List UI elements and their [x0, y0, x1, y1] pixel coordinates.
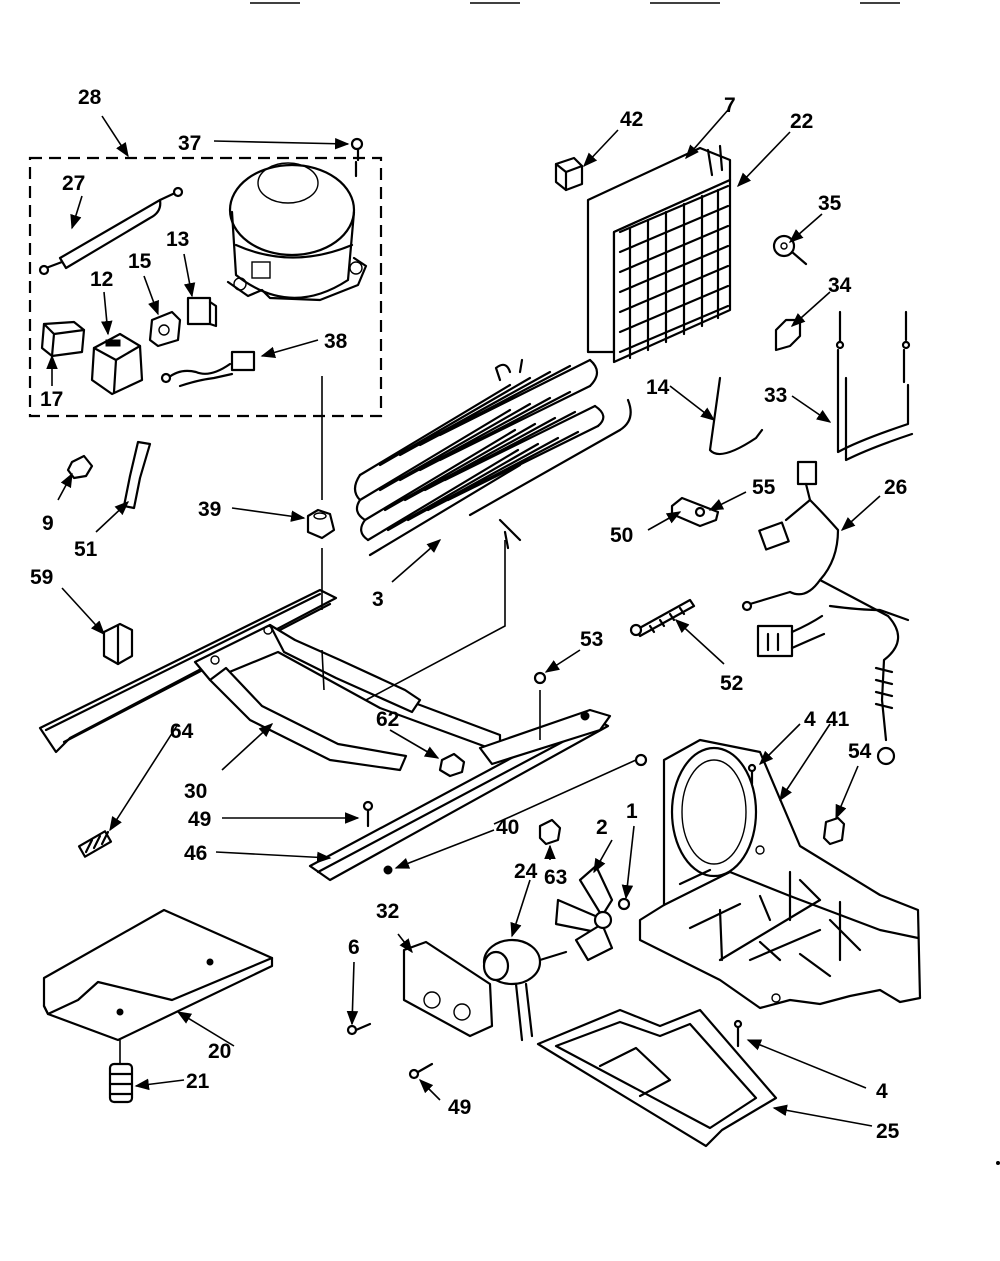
label-24: 24 [514, 860, 538, 883]
grommet-54 [822, 816, 846, 846]
fan-blade-2 [554, 864, 614, 962]
label-35: 35 [818, 192, 842, 215]
overload-15 [148, 310, 182, 348]
plug-9 [66, 454, 94, 480]
evaporator-7 [586, 144, 732, 364]
label-30: 30 [184, 780, 207, 803]
harness-26 [741, 460, 910, 766]
label-28: 28 [78, 86, 102, 109]
clip-42 [554, 156, 584, 192]
label-46: 46 [184, 842, 207, 865]
label-49-lower: 49 [448, 1096, 471, 1119]
screw-4-upper [747, 763, 757, 786]
mount-62 [438, 752, 466, 778]
page-speck [996, 1161, 1000, 1165]
label-34: 34 [828, 274, 852, 297]
label-41: 41 [826, 708, 850, 731]
nut-1 [617, 897, 631, 911]
bracket-32 [402, 940, 494, 1038]
label-50: 50 [610, 524, 633, 547]
label-63: 63 [544, 866, 567, 889]
label-6: 6 [348, 936, 360, 959]
label-54: 54 [848, 740, 872, 763]
screw-52 [629, 598, 696, 638]
starter-12 [90, 332, 144, 396]
screw-4-lower [733, 1019, 743, 1048]
label-7: 7 [724, 94, 736, 117]
compressor-kit-box [28, 156, 383, 418]
rail-46 [308, 708, 612, 882]
nut-40 [634, 753, 648, 767]
label-25: 25 [876, 1120, 900, 1143]
label-15: 15 [128, 250, 152, 273]
label-22: 22 [790, 110, 813, 133]
label-1: 1 [626, 800, 638, 823]
cover-20 [42, 908, 274, 1042]
label-49-upper: 49 [188, 808, 211, 831]
label-21: 21 [186, 1070, 210, 1093]
callout-labels: 28 37 27 13 15 12 38 17 42 7 22 35 34 14… [30, 86, 907, 1143]
leader-lines [46, 109, 881, 1127]
label-53: 53 [580, 628, 603, 651]
fan-motor-24 [482, 938, 568, 1042]
tube-51 [122, 440, 152, 510]
label-13: 13 [166, 228, 189, 251]
label-14: 14 [646, 376, 670, 399]
label-4-lower: 4 [876, 1080, 888, 1103]
label-55: 55 [752, 476, 776, 499]
heater-33 [835, 310, 914, 462]
bracket-41 [638, 738, 922, 1010]
label-20: 20 [208, 1040, 231, 1063]
label-3: 3 [372, 588, 384, 611]
label-2: 2 [596, 816, 608, 839]
screw-49-lower [408, 1062, 434, 1080]
label-40: 40 [496, 816, 519, 839]
label-27: 27 [62, 172, 85, 195]
bracket-59 [102, 622, 134, 666]
bracket-34 [774, 318, 802, 352]
screw-53 [533, 671, 547, 685]
label-12: 12 [90, 268, 113, 291]
label-4-upper: 4 [804, 708, 816, 731]
spring-64 [77, 830, 113, 858]
label-52: 52 [720, 672, 743, 695]
screw-49-upper [362, 800, 374, 828]
cover-17 [40, 320, 86, 358]
grommet-39 [306, 508, 336, 540]
compressor [226, 137, 368, 302]
label-37: 37 [178, 132, 201, 155]
label-9: 9 [42, 512, 54, 535]
foot-21 [108, 1062, 134, 1104]
thermistor-35 [772, 234, 808, 266]
harness-38 [160, 350, 256, 388]
label-64: 64 [170, 720, 194, 743]
label-17: 17 [40, 388, 63, 411]
label-62: 62 [376, 708, 399, 731]
label-26: 26 [884, 476, 907, 499]
label-33: 33 [764, 384, 787, 407]
label-32: 32 [376, 900, 399, 923]
evaporator-coil-3 [353, 358, 632, 557]
label-59: 59 [30, 566, 53, 589]
clip-14 [708, 376, 764, 456]
label-51: 51 [74, 538, 98, 561]
relay-13 [186, 296, 218, 328]
label-42: 42 [620, 108, 643, 131]
label-38: 38 [324, 330, 348, 353]
drain-pan-25 [536, 1008, 778, 1148]
drier-27 [38, 186, 184, 276]
clip-63 [538, 818, 562, 846]
screw-6 [346, 1022, 372, 1036]
label-39: 39 [198, 498, 221, 521]
frame-30 [38, 588, 502, 772]
